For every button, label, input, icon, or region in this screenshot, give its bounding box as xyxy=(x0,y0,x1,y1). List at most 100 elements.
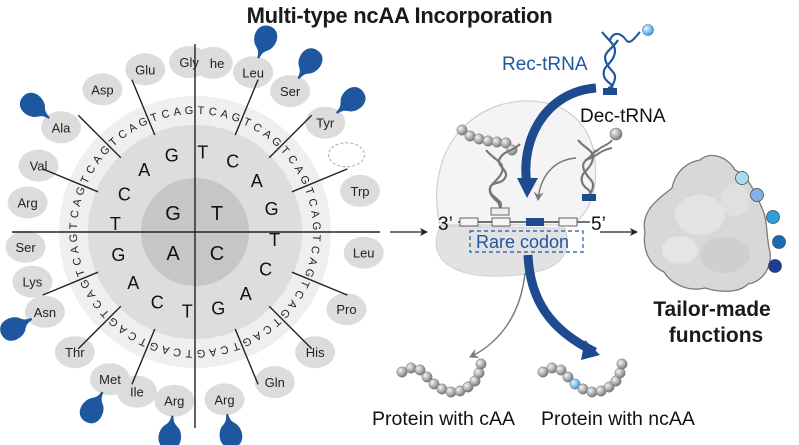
amino-acid-arg: Arg xyxy=(154,384,195,445)
dec-trna xyxy=(577,127,623,201)
folded-protein xyxy=(643,154,771,292)
dec-trna-anticodon xyxy=(582,194,596,201)
third-base-letter: T xyxy=(302,186,316,197)
second-base-letter: A xyxy=(138,160,150,180)
ncaa-functional-dot xyxy=(750,188,764,202)
rare-codon-label: Rare codon xyxy=(476,232,569,252)
amino-acid-ser: Ser xyxy=(270,48,323,108)
amino-acid-bead xyxy=(473,367,485,379)
rec-trna-label: Rec-tRNA xyxy=(502,54,588,75)
amino-acid-thr: Thr xyxy=(54,336,95,369)
amino-acid-bead xyxy=(462,381,474,393)
third-base-letter: A xyxy=(160,342,171,356)
amino-acid-label: Asp xyxy=(91,82,113,97)
codon-divider xyxy=(77,305,122,350)
amino-acid-ser: Ser xyxy=(5,230,46,263)
amino-acid-bead xyxy=(473,133,485,145)
ncaa-droplet-icon xyxy=(254,25,278,59)
amino-acid-gly: Gly xyxy=(169,46,210,79)
amino-acid-asp: Asp xyxy=(82,73,123,106)
third-base-letter: A xyxy=(173,106,183,119)
amino-acid-ala: Ala xyxy=(19,92,81,144)
amino-acid-label: Tyr xyxy=(316,116,335,131)
second-base-letter: C xyxy=(118,184,131,204)
amino-acid-label: Val xyxy=(30,159,48,174)
third-base-letter: A xyxy=(305,256,319,267)
codon-box xyxy=(491,217,511,227)
codon-divider xyxy=(268,114,313,159)
ncaa-droplet-icon xyxy=(79,391,104,424)
amino-acid-label: Gln xyxy=(265,375,285,390)
amino-acid-bead xyxy=(555,364,567,376)
protein-caa-label: Protein with cAA xyxy=(372,408,515,430)
amino-acid-bead xyxy=(414,364,426,376)
first-base-letter: G xyxy=(165,203,181,225)
amino-acid-label: Ser xyxy=(15,240,36,255)
amino-acid-bead xyxy=(603,381,615,393)
amino-acid-label: Arg xyxy=(214,392,234,407)
third-base-letter: C xyxy=(219,343,230,357)
second-base-letter: C xyxy=(259,260,272,280)
second-base-letter: T xyxy=(182,302,193,322)
second-base-letter: A xyxy=(127,273,139,293)
codon-wheel: PheLeuSerTyrTrpLeuProHisGlnArgArgIleMetT… xyxy=(0,25,384,445)
third-base-letter: C xyxy=(306,197,320,208)
amino-acid-label: Leu xyxy=(353,246,375,261)
third-base-letter: G xyxy=(74,185,88,197)
amino-acid-bead xyxy=(491,136,503,148)
ncaa-droplet-icon xyxy=(19,92,50,119)
second-base-letter: A xyxy=(240,284,252,304)
third-base-letter: T xyxy=(137,334,148,348)
amino-acid-label: Pro xyxy=(336,302,356,317)
ncaa-functional-dot xyxy=(772,235,786,249)
rec-trna-delivery-arrow xyxy=(521,83,597,186)
codon-divider xyxy=(42,271,99,296)
amino-acid-bead xyxy=(546,362,558,374)
third-base-letter: T xyxy=(241,116,252,130)
amino-acid-pro: Pro xyxy=(326,293,367,326)
codon-divider xyxy=(234,79,259,136)
ribosome-trna xyxy=(485,143,521,216)
second-base-letter: G xyxy=(165,145,179,165)
third-base-letter: A xyxy=(71,197,85,208)
third-base-letter: T xyxy=(310,234,322,242)
codon-divider xyxy=(131,79,156,136)
ncaa-droplet-icon xyxy=(0,317,33,341)
second-base-letter: G xyxy=(265,199,279,219)
amino-acid-his: His xyxy=(295,336,336,369)
amino-acid-label: His xyxy=(306,345,325,360)
amino-acid-label: Ser xyxy=(280,84,301,99)
third-base-letter: T xyxy=(79,174,93,185)
rare-codon-box xyxy=(526,218,544,226)
codon-box xyxy=(558,217,578,227)
third-base-letter: A xyxy=(208,345,218,358)
codon-box xyxy=(459,217,479,227)
amino-acid-label: Met xyxy=(99,372,121,387)
amino-acid-arg: Arg xyxy=(204,383,245,445)
rec-trna-amino-acid xyxy=(642,24,654,36)
codon-divider xyxy=(291,271,348,296)
third-base-letter: G xyxy=(230,111,242,125)
amino-acid-bead xyxy=(562,371,574,383)
dec-trna-amino-acid xyxy=(609,127,623,141)
rec-trna-arrowhead xyxy=(517,178,538,198)
amino-acid-bead xyxy=(445,386,457,398)
ncaa-droplet-icon xyxy=(297,48,323,80)
amino-acid-label: Ala xyxy=(52,120,72,135)
amino-acid-bead xyxy=(405,362,417,374)
ncaa-bead xyxy=(569,378,581,390)
amino-acid-trp: Trp xyxy=(340,174,380,207)
ribosome-small-subunit xyxy=(435,225,568,277)
second-base-letter: T xyxy=(110,214,121,234)
mrna xyxy=(458,217,590,227)
amino-acid-label: Asn xyxy=(34,305,56,320)
rec-trna-anticodon xyxy=(603,88,617,95)
third-base-letter: T xyxy=(185,347,193,359)
third-base-letter: C xyxy=(71,256,85,267)
third-base-letter: T xyxy=(74,267,88,278)
dec-trna-label: Dec-tRNA xyxy=(580,106,666,127)
amino-acid-tyr: Tyr xyxy=(305,87,366,139)
ribosome-large-subunit xyxy=(436,100,597,226)
amino-acid-bead xyxy=(396,366,408,378)
amino-acid-asn: Asn xyxy=(0,295,65,341)
